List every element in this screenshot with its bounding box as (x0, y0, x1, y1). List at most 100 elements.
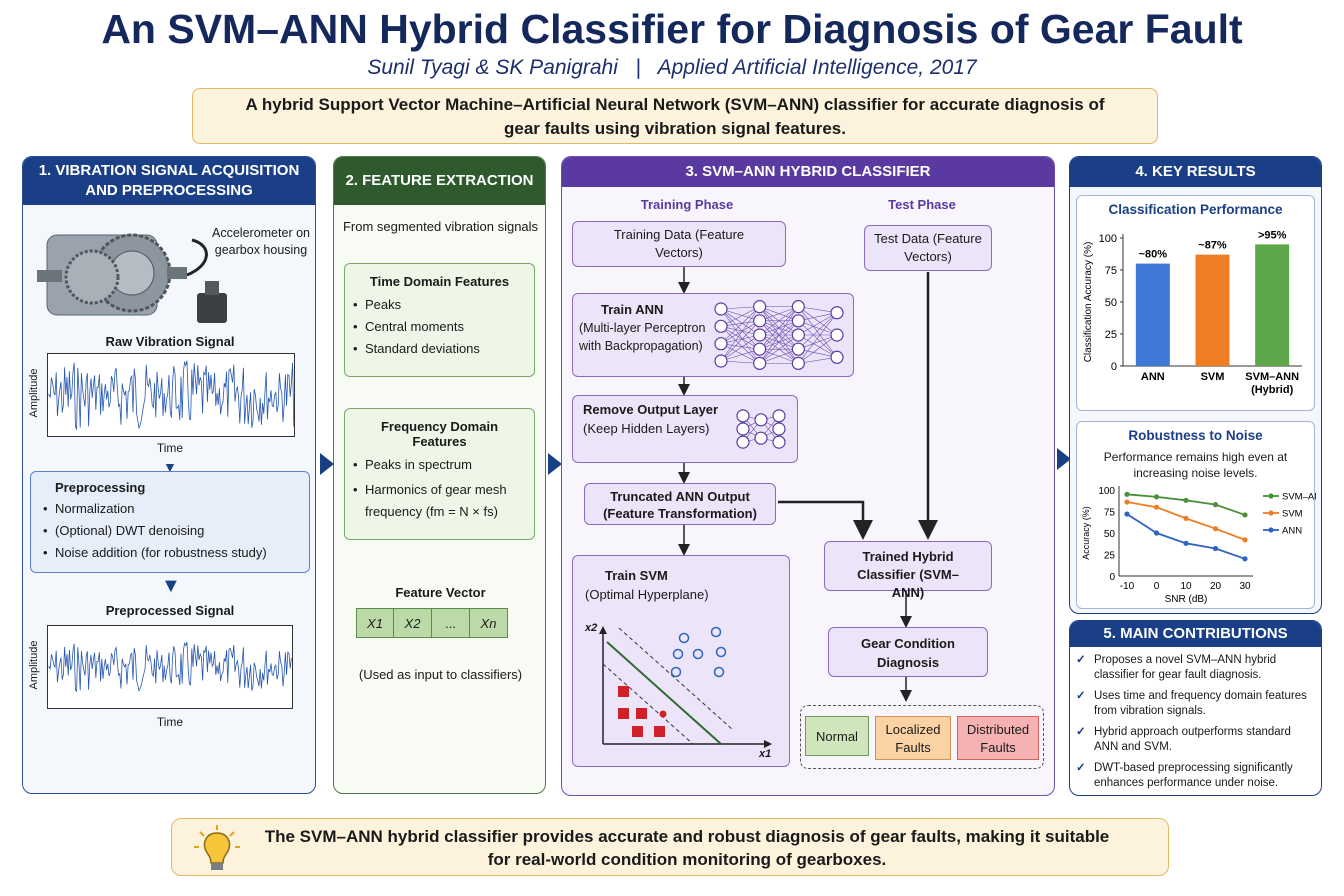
panel4-heading: 4. KEY RESULTS (1070, 157, 1321, 187)
network-node (753, 342, 767, 356)
network-node (753, 328, 767, 342)
arrow-panel2-to-3 (548, 453, 562, 475)
network-node (772, 435, 786, 449)
raw-waveform (47, 360, 295, 431)
network-node (754, 413, 768, 427)
gearbox-illustration (37, 233, 227, 323)
legend-marker (1268, 510, 1274, 516)
network-edge (759, 306, 799, 364)
series-point (1124, 491, 1130, 497)
legend-label: SVM–ANN (1282, 492, 1316, 503)
panel5-heading: 5. MAIN CONTRIBUTIONS (1070, 621, 1321, 647)
raw-signal-title: Raw Vibration Signal (105, 334, 235, 349)
network-edge (720, 334, 760, 362)
bar-y-tick-label: 25 (1105, 329, 1117, 341)
line-x-tick-label: -10 (1120, 581, 1135, 592)
contribution-item: Hybrid approach outperforms standard ANN… (1076, 725, 1313, 755)
network-edge (720, 326, 760, 364)
series-point (1212, 526, 1219, 532)
bar-category-label: SVM–ANN (1245, 371, 1299, 383)
series-point (1183, 497, 1189, 503)
remove-output-title: Remove Output Layer (583, 402, 719, 417)
network-edge (720, 306, 760, 344)
train-svm-box: Train SVM (Optimal Hyperplane) x2 x1 (572, 555, 790, 767)
network-edge (798, 334, 838, 358)
network-edge (720, 326, 760, 336)
line-y-tick-label: 50 (1104, 529, 1116, 540)
legend-label: ANN (1282, 526, 1302, 537)
series-point (1153, 504, 1160, 510)
bar-y-tick-label: 100 (1099, 233, 1117, 245)
test-data-box: Test Data (Feature Vectors) (864, 225, 992, 271)
time-domain-title: Time Domain Features (369, 274, 510, 289)
feature-cell: X1 (356, 608, 394, 638)
line-y-axis-label: Accuracy (%) (1081, 506, 1091, 560)
arrow-panel1-to-2 (320, 453, 334, 475)
class-normal: Normal (805, 716, 869, 756)
line-x-tick-label: 0 (1154, 581, 1160, 592)
network-edge (798, 306, 838, 336)
network-edge (798, 312, 838, 350)
series-point (1153, 494, 1160, 500)
line-y-tick-label: 100 (1098, 486, 1115, 497)
preprocessing-item: (Optional) DWT denoising (43, 523, 297, 538)
remove-output-layer-box: Remove Output Layer (Keep Hidden Layers) (572, 395, 798, 463)
preprocessing-item: Normalization (43, 501, 297, 516)
noise-card: Robustness to Noise Performance remains … (1076, 421, 1316, 609)
panel1-heading: 1. VIBRATION SIGNAL ACQUISITION AND PREP… (23, 157, 315, 205)
authors-line: Sunil Tyagi & SK Panigrahi | Applied Art… (367, 56, 977, 79)
frequency-domain-title: Frequency Domain Features (380, 419, 499, 449)
network-node (714, 319, 728, 333)
test-phase-label: Test Phase (888, 197, 956, 212)
gear-condition-box: Gear Condition Diagnosis (828, 627, 988, 677)
line-x-axis-label: SNR (dB) (1165, 594, 1208, 605)
network-edge (798, 334, 838, 364)
series-point (1212, 545, 1219, 552)
bar-y-tick-label: 50 (1105, 297, 1117, 309)
network-node (753, 314, 767, 328)
network-node (791, 328, 805, 342)
network-node (791, 356, 805, 370)
legend-label: SVM (1282, 509, 1303, 520)
svm-axis-x-label: x1 (759, 748, 772, 760)
network-node (772, 409, 786, 423)
feature-cell: X2 (394, 608, 432, 638)
preprocessed-waveform (47, 642, 292, 693)
hidden-layers-icon (736, 409, 786, 449)
network-edge (798, 334, 838, 350)
feature-vector-note: (Used as input to classifiers) (358, 667, 523, 682)
series-point (1153, 530, 1160, 536)
training-data-box: Training Data (Feature Vectors) (572, 221, 786, 267)
bar-1 (1195, 254, 1230, 366)
pre-amplitude-label: Amplitude (28, 640, 40, 690)
feature-cell: ... (432, 608, 470, 638)
train-ann-subtitle: (Multi-layer Perceptron with Backpropaga… (579, 321, 706, 353)
feature-intro: From segmented vibration signals (342, 219, 539, 234)
panel3-heading: 3. SVM–ANN HYBRID CLASSIFIER (562, 157, 1054, 187)
bar-category-label: SVM (1201, 371, 1225, 383)
time-domain-list: Peaks Central moments Standard deviation… (353, 297, 526, 356)
preprocessed-signal-title: Preprocessed Signal (105, 603, 235, 618)
network-edge (720, 320, 760, 362)
svm-axis-y-label: x2 (585, 622, 598, 634)
bar-y-axis-label: Classification Accuracy (%) (1083, 242, 1094, 363)
summary-box: A hybrid Support Vector Machine–Artifici… (192, 88, 1158, 144)
class-output-group: Normal Localized Faults Distributed Faul… (800, 705, 1044, 769)
preprocessing-title: Preprocessing (55, 480, 146, 495)
truncated-output-box: Truncated ANN Output (Feature Transforma… (584, 483, 776, 525)
panel-feature-extraction: 2. FEATURE EXTRACTION From segmented vib… (333, 156, 546, 794)
time-feature-item: Peaks (353, 297, 526, 312)
network-node (714, 302, 728, 316)
frequency-feature-item: Harmonics of gear mesh frequency (fm = N… (353, 479, 526, 523)
network-node (772, 422, 786, 436)
network-node (754, 431, 768, 445)
training-phase-label: Training Phase (640, 197, 734, 212)
contributions-list: Proposes a novel SVM–ANN hybrid classifi… (1070, 647, 1321, 791)
trained-hybrid-box: Trained Hybrid Classifier (SVM–ANN) (824, 541, 992, 600)
network-edge (720, 320, 760, 344)
panel-contributions: 5. MAIN CONTRIBUTIONS Proposes a novel S… (1069, 620, 1322, 796)
network-node (830, 328, 844, 342)
lightbulb-icon (194, 825, 240, 870)
series-point (1183, 515, 1189, 521)
network-node (736, 409, 750, 423)
